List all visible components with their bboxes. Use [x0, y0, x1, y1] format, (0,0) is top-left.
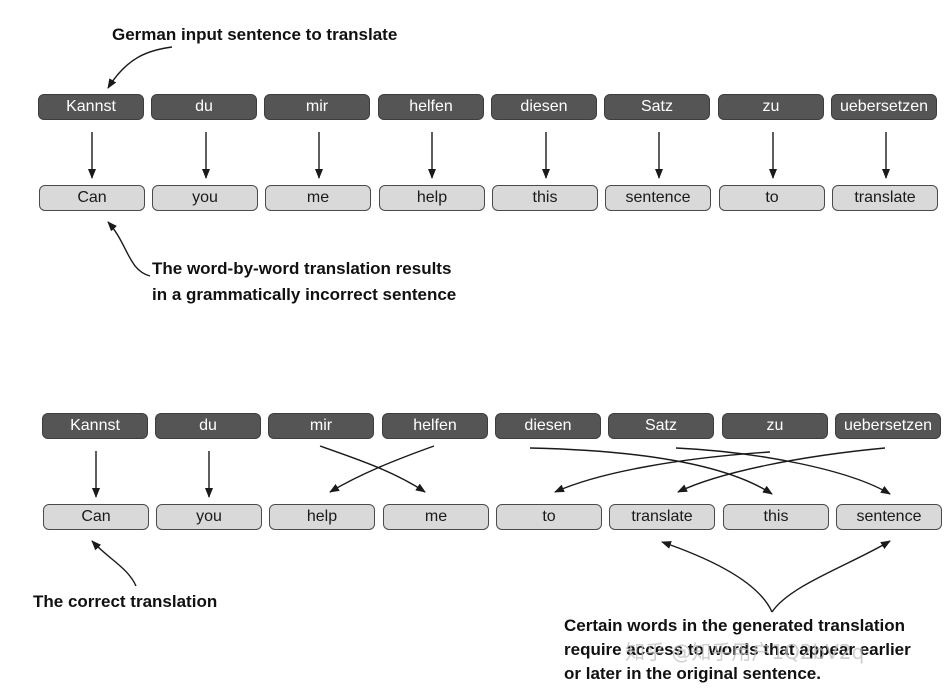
bottom-target-word: help	[269, 504, 375, 530]
bottom-target-word: translate	[609, 504, 715, 530]
top-target-word: Can	[39, 185, 145, 211]
bottom-arrow	[529, 447, 773, 495]
input-sentence-annotation: German input sentence to translate	[112, 25, 398, 44]
top-target-word: you	[152, 185, 258, 211]
top-source-word: Satz	[604, 94, 710, 120]
word-by-word-note-arrow	[107, 221, 151, 277]
bottom-target-word: Can	[43, 504, 149, 530]
bottom-arrow	[319, 445, 426, 493]
bottom-source-word: helfen	[382, 413, 488, 439]
bottom-source-word: mir	[268, 413, 374, 439]
top-target-word: sentence	[605, 185, 711, 211]
bottom-source-word: Satz	[608, 413, 714, 439]
word-by-word-note-line-2: in a grammatically incorrect sentence	[152, 285, 457, 304]
bottom-source-word: diesen	[495, 413, 601, 439]
top-source-word: du	[151, 94, 257, 120]
top-target-word: translate	[832, 185, 938, 211]
correct-note-arrow	[91, 540, 137, 587]
word-by-word-note-line-1: The word-by-word translation results	[152, 259, 452, 278]
bottom-source-word: Kannst	[42, 413, 148, 439]
bottom-source-word: du	[155, 413, 261, 439]
bottom-target-word: you	[156, 504, 262, 530]
bottom-target-word: to	[496, 504, 602, 530]
annotation-arrow	[107, 46, 173, 89]
access-note-arrow	[661, 541, 773, 613]
top-target-word: me	[265, 185, 371, 211]
top-source-word: zu	[718, 94, 824, 120]
access-note-line-2: require access to words that appear earl…	[564, 640, 911, 659]
top-source-word: helfen	[378, 94, 484, 120]
top-target-word: to	[719, 185, 825, 211]
bottom-target-word: sentence	[836, 504, 942, 530]
bottom-target-word: this	[723, 504, 829, 530]
access-note-arrow	[771, 540, 891, 613]
bottom-arrow	[675, 447, 891, 495]
top-source-word: mir	[264, 94, 370, 120]
access-note-line-1: Certain words in the generated translati…	[564, 616, 906, 635]
bottom-arrow	[554, 451, 771, 493]
bottom-target-word: me	[383, 504, 489, 530]
correct-translation-note: The correct translation	[33, 592, 218, 611]
top-target-word: this	[492, 185, 598, 211]
bottom-arrow	[677, 447, 886, 493]
bottom-source-word: uebersetzen	[835, 413, 941, 439]
top-source-word: diesen	[491, 94, 597, 120]
access-note-line-3: or later in the original sentence.	[564, 664, 821, 683]
bottom-source-word: zu	[722, 413, 828, 439]
watermark: 知乎 @知乎用户1Q2bV2q	[625, 640, 865, 664]
bottom-arrow	[329, 445, 435, 493]
top-target-word: help	[379, 185, 485, 211]
top-source-word: Kannst	[38, 94, 144, 120]
top-source-word: uebersetzen	[831, 94, 937, 120]
